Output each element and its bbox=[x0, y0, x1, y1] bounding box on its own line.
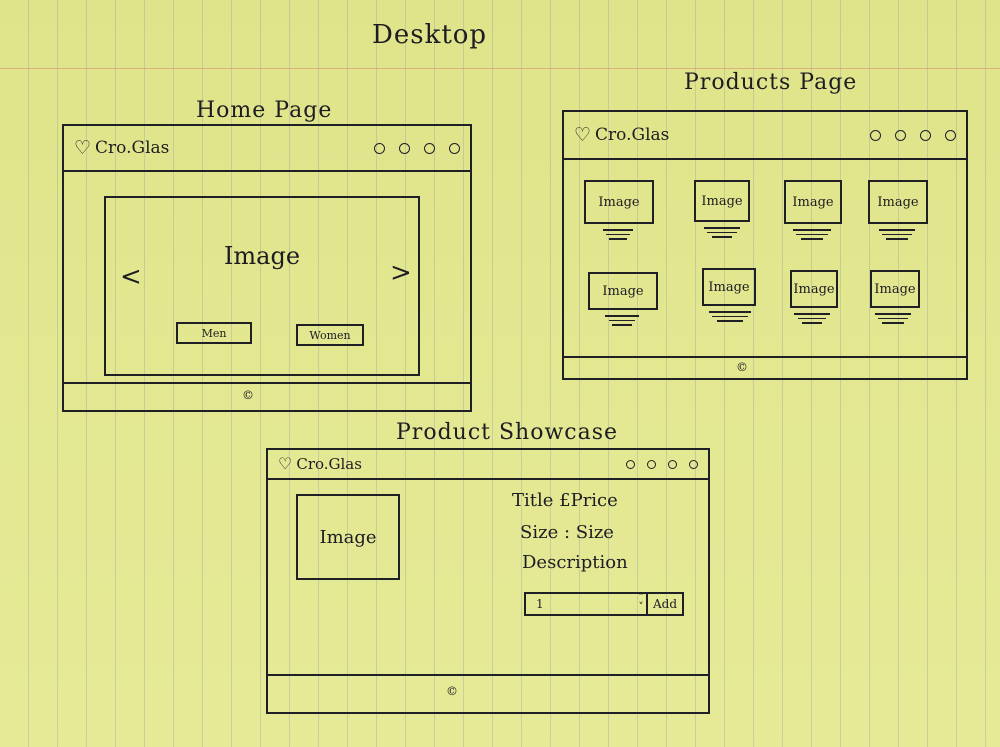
showcase-nav-dots bbox=[626, 459, 698, 469]
product-card-text bbox=[870, 310, 916, 327]
product-card-text bbox=[700, 224, 744, 241]
product-card-image[interactable]: Image bbox=[702, 268, 756, 306]
products-page-wireframe: ♡ Cro.Glas Image Image Image Image Image… bbox=[562, 110, 968, 380]
product-card-image[interactable]: Image bbox=[694, 180, 750, 222]
prev-arrow[interactable]: < bbox=[120, 262, 142, 292]
product-image-label: Image bbox=[319, 526, 377, 548]
nav-dot-icon[interactable] bbox=[870, 129, 881, 141]
stepper-icon[interactable]: ˄˅ bbox=[636, 594, 648, 614]
women-button[interactable]: Women bbox=[296, 324, 364, 346]
image-label: Image bbox=[874, 281, 916, 297]
product-card-image[interactable]: Image bbox=[870, 270, 920, 308]
home-page-title: Home Page bbox=[196, 98, 333, 123]
logo-text: Cro.Glas bbox=[595, 125, 670, 145]
product-card-text bbox=[600, 312, 644, 329]
image-label: Image bbox=[602, 283, 644, 299]
products-header: ♡ Cro.Glas bbox=[564, 112, 966, 160]
product-image: Image bbox=[296, 494, 400, 580]
nav-dot-icon[interactable] bbox=[945, 129, 956, 141]
product-description: Description bbox=[522, 552, 628, 573]
paper-margin-line bbox=[0, 68, 1000, 69]
product-card-image[interactable]: Image bbox=[868, 180, 928, 224]
product-card-text bbox=[874, 226, 920, 243]
home-footer bbox=[64, 382, 470, 384]
nav-dot-icon[interactable] bbox=[424, 142, 435, 154]
image-label: Image bbox=[792, 194, 834, 210]
product-card-image[interactable]: Image bbox=[588, 272, 658, 310]
nav-dot-icon[interactable] bbox=[689, 459, 698, 469]
copyright-icon: © bbox=[242, 388, 254, 402]
next-arrow[interactable]: > bbox=[390, 258, 412, 288]
hero-image-label: Image bbox=[223, 242, 301, 270]
product-showcase-wireframe: ♡ Cro.Glas Image Title £Price Size : Siz… bbox=[266, 448, 710, 714]
product-card-image[interactable]: Image bbox=[784, 180, 842, 224]
image-label: Image bbox=[877, 194, 919, 210]
heart-icon: ♡ bbox=[574, 123, 592, 146]
product-card-text bbox=[598, 226, 638, 243]
product-title-price: Title £Price bbox=[512, 490, 618, 511]
products-logo[interactable]: ♡ Cro.Glas bbox=[574, 125, 669, 145]
nav-dot-icon[interactable] bbox=[920, 129, 931, 141]
men-button[interactable]: Men bbox=[176, 322, 252, 344]
products-footer bbox=[564, 356, 966, 358]
quantity-input[interactable]: 1 bbox=[536, 597, 544, 611]
product-size: Size : Size bbox=[520, 522, 614, 543]
copyright-icon: © bbox=[736, 360, 748, 374]
image-label: Image bbox=[708, 279, 750, 295]
product-card-text bbox=[788, 226, 836, 243]
logo-text: Cro.Glas bbox=[296, 455, 362, 473]
nav-dot-icon[interactable] bbox=[668, 459, 677, 469]
showcase-header: ♡ Cro.Glas bbox=[268, 450, 708, 480]
home-logo[interactable]: ♡ Cro.Glas bbox=[74, 138, 169, 158]
product-showcase-title: Product Showcase bbox=[396, 420, 619, 445]
sheet-title: Desktop bbox=[372, 20, 488, 50]
add-button[interactable]: Add bbox=[652, 597, 678, 611]
nav-dot-icon[interactable] bbox=[647, 459, 656, 469]
nav-dot-icon[interactable] bbox=[449, 142, 460, 154]
quantity-add-control: 1 ˄˅ Add bbox=[524, 592, 684, 616]
product-card-image[interactable]: Image bbox=[790, 270, 838, 308]
logo-text: Cro.Glas bbox=[95, 138, 170, 158]
products-nav-dots bbox=[870, 129, 956, 141]
nav-dot-icon[interactable] bbox=[895, 129, 906, 141]
home-page-wireframe: ♡ Cro.Glas Image < > Men Women © bbox=[62, 124, 472, 412]
product-card-image[interactable]: Image bbox=[584, 180, 654, 224]
heart-icon: ♡ bbox=[74, 136, 92, 159]
showcase-logo[interactable]: ♡ Cro.Glas bbox=[278, 455, 362, 473]
copyright-icon: © bbox=[446, 684, 458, 698]
home-nav-dots bbox=[374, 142, 460, 154]
hero-image: Image bbox=[104, 196, 420, 376]
image-label: Image bbox=[598, 194, 640, 210]
products-page-title: Products Page bbox=[684, 70, 858, 95]
nav-dot-icon[interactable] bbox=[399, 142, 410, 154]
image-label: Image bbox=[701, 193, 743, 209]
product-card-text bbox=[704, 308, 756, 325]
image-label: Image bbox=[793, 281, 835, 297]
product-card-text bbox=[790, 310, 834, 327]
heart-icon: ♡ bbox=[278, 454, 293, 473]
nav-dot-icon[interactable] bbox=[374, 142, 385, 154]
showcase-footer bbox=[268, 674, 708, 676]
nav-dot-icon[interactable] bbox=[626, 459, 635, 469]
home-header: ♡ Cro.Glas bbox=[64, 126, 470, 172]
